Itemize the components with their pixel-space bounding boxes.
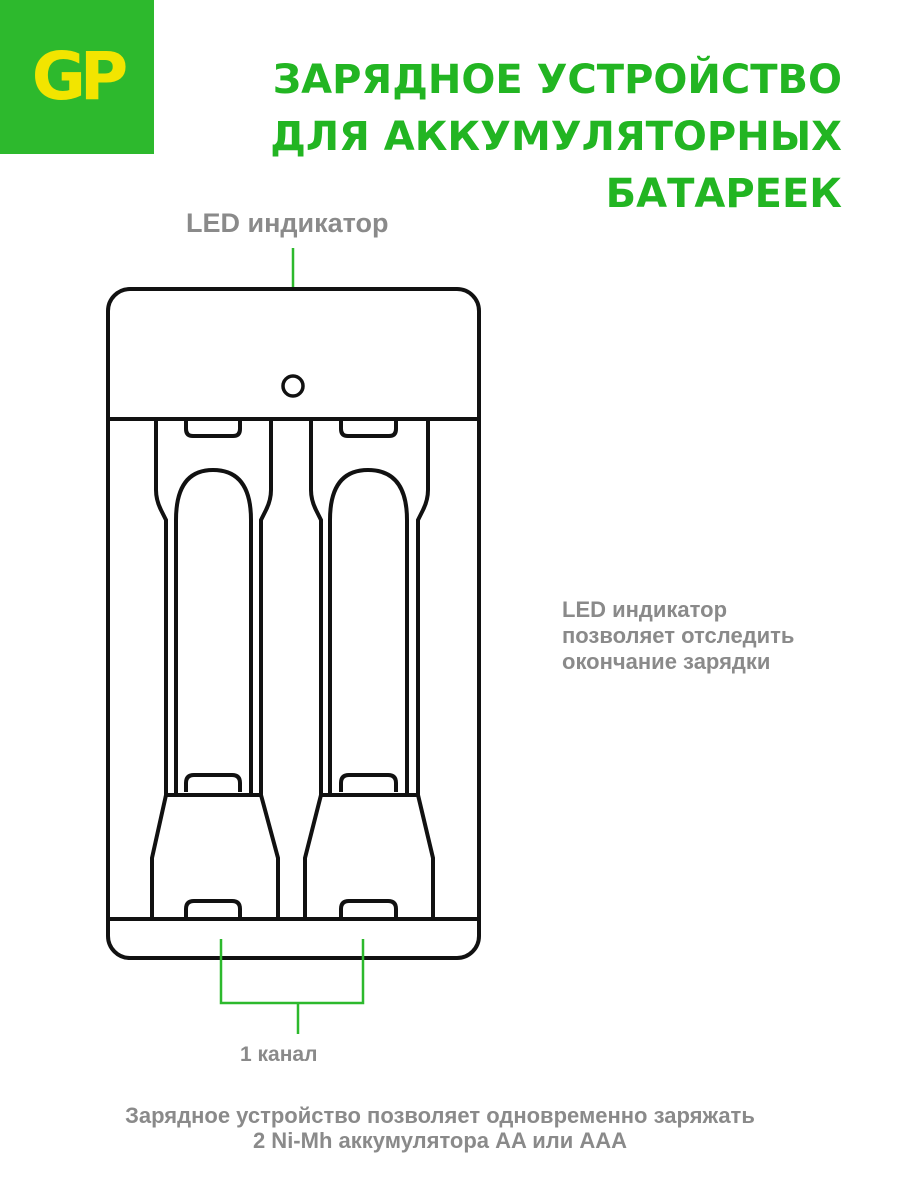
slot-right-cavity: [328, 467, 409, 797]
footer-text: Зарядное устройство позволяет одновремен…: [0, 1103, 880, 1153]
led-description-line-2: позволяет отследить: [562, 623, 795, 648]
footer-line-1: Зарядное устройство позволяет одновремен…: [125, 1103, 755, 1128]
slot-right-bottom-contact: [339, 899, 398, 917]
headline-line-3: БАТАРЕЕК: [605, 171, 842, 217]
slot-left-top-contact: [184, 421, 242, 438]
gp-logo-text: GP: [31, 38, 129, 115]
slot-right-outer-left: [303, 421, 323, 917]
battery-slot-left: [150, 421, 280, 917]
slot-left-cavity: [174, 467, 253, 797]
footer-line-2: 2 Ni-Mh аккумулятора AA или AAA: [252, 1128, 628, 1153]
slot-left-outer-left: [150, 421, 168, 917]
slot-right-outer-right: [416, 421, 435, 917]
slot-right-mid-contact: [339, 773, 398, 792]
channel-bracket: [219, 939, 365, 1005]
battery-slot-right: [303, 421, 435, 917]
slot-right-top-contact: [339, 421, 398, 438]
led-indicator-icon: [281, 374, 305, 398]
led-indicator-label: LED индикатор: [186, 208, 389, 238]
headline-line-2: ДЛЯ АККУМУЛЯТОРНЫХ: [270, 114, 842, 160]
led-description-line-3: окончание зарядки: [562, 649, 771, 674]
headline-line-1: ЗАРЯДНОЕ УСТРОЙСТВО: [272, 57, 842, 103]
led-description-line-1: LED индикатор: [562, 597, 728, 622]
channel-label: 1 канал: [240, 1043, 318, 1066]
led-description: LED индикатор позволяет отследить оконча…: [562, 597, 794, 675]
headline: ЗАРЯДНОЕ УСТРОЙСТВО ДЛЯ АККУМУЛЯТОРНЫХ Б…: [202, 52, 842, 223]
gp-logo: GP: [0, 0, 154, 154]
slot-left-mid-contact: [184, 773, 242, 792]
slot-left-outer-right: [259, 421, 280, 917]
slot-left-bottom-contact: [184, 899, 242, 917]
